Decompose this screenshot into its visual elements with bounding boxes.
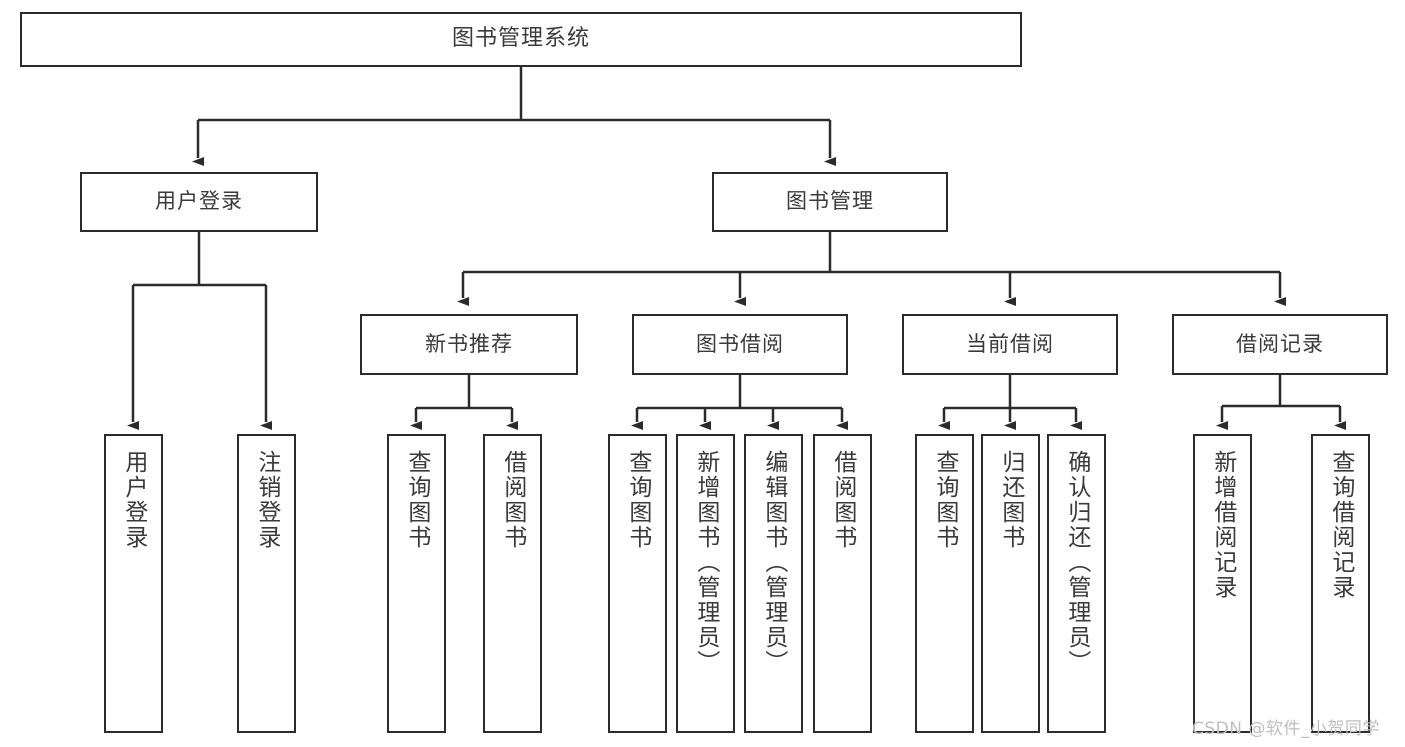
node-leaf-user-login[interactable]: 用户登录 <box>104 434 163 733</box>
node-leaf-query-book-1-label: 查询图书 <box>403 450 430 550</box>
node-book-borrow-label: 图书借阅 <box>696 331 784 356</box>
node-root-label: 图书管理系统 <box>451 26 590 52</box>
node-leaf-borrow-book-2-label: 借阅图书 <box>829 450 856 550</box>
node-leaf-confirm-return[interactable]: 确认归还（管理员） <box>1047 434 1106 733</box>
node-leaf-add-record[interactable]: 新增借阅记录 <box>1193 434 1252 733</box>
node-leaf-confirm-return-label: 确认归还（管理员） <box>1063 450 1090 675</box>
node-current-borrow[interactable]: 当前借阅 <box>902 314 1118 375</box>
node-leaf-query-book-3[interactable]: 查询图书 <box>915 434 974 733</box>
node-new-book-recommend[interactable]: 新书推荐 <box>360 314 578 375</box>
node-leaf-borrow-book-1-label: 借阅图书 <box>499 450 526 550</box>
csdn-watermark: CSDN @软件_小贺同学 <box>1192 719 1380 739</box>
node-borrow-record-label: 借阅记录 <box>1236 331 1324 356</box>
node-leaf-return-book-label: 归还图书 <box>997 450 1024 550</box>
node-leaf-query-record-label: 查询借阅记录 <box>1327 450 1354 600</box>
node-leaf-logout-login-label: 注销登录 <box>253 450 280 550</box>
node-leaf-logout-login[interactable]: 注销登录 <box>237 434 296 733</box>
node-book-borrow[interactable]: 图书借阅 <box>632 314 848 375</box>
node-user-login[interactable]: 用户登录 <box>80 172 318 232</box>
node-leaf-query-book-3-label: 查询图书 <box>931 450 958 550</box>
node-leaf-query-book-2[interactable]: 查询图书 <box>608 434 667 733</box>
node-new-book-recommend-label: 新书推荐 <box>425 331 513 356</box>
node-leaf-borrow-book-1[interactable]: 借阅图书 <box>483 434 542 733</box>
node-user-login-label: 用户登录 <box>155 189 243 214</box>
node-leaf-edit-book-label: 编辑图书（管理员） <box>760 450 787 675</box>
node-leaf-add-record-label: 新增借阅记录 <box>1209 450 1236 600</box>
node-leaf-user-login-label: 用户登录 <box>120 450 147 550</box>
node-leaf-query-record[interactable]: 查询借阅记录 <box>1311 434 1370 733</box>
node-book-management[interactable]: 图书管理 <box>712 172 948 232</box>
node-leaf-query-book-1[interactable]: 查询图书 <box>387 434 446 733</box>
node-current-borrow-label: 当前借阅 <box>966 331 1054 356</box>
node-leaf-query-book-2-label: 查询图书 <box>624 450 651 550</box>
node-leaf-borrow-book-2[interactable]: 借阅图书 <box>813 434 872 733</box>
node-borrow-record[interactable]: 借阅记录 <box>1172 314 1388 375</box>
node-leaf-edit-book[interactable]: 编辑图书（管理员） <box>744 434 803 733</box>
node-leaf-return-book[interactable]: 归还图书 <box>981 434 1040 733</box>
node-book-management-label: 图书管理 <box>786 189 874 214</box>
node-leaf-add-book-label: 新增图书（管理员） <box>692 450 719 675</box>
node-leaf-add-book[interactable]: 新增图书（管理员） <box>676 434 735 733</box>
node-root-book-management-system[interactable]: 图书管理系统 <box>20 12 1022 67</box>
